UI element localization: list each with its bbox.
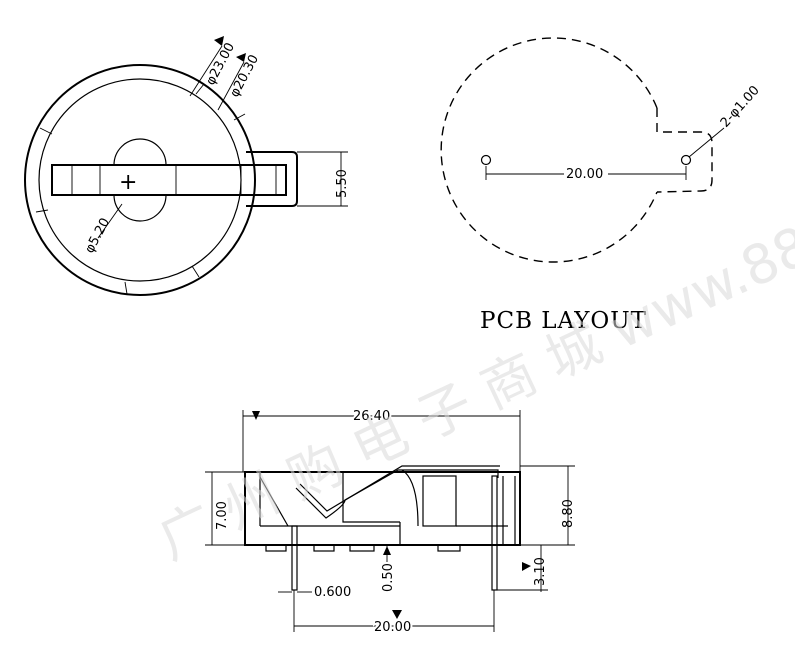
arrow-width [252, 411, 260, 420]
arrow-outer [214, 36, 224, 46]
pcb-holes-label: 2-φ1.00 [718, 83, 763, 131]
body-details [245, 471, 520, 545]
arrow-clearance [383, 546, 391, 555]
pcb-layout-title: PCB LAYOUT [480, 308, 647, 334]
contact-strip [51, 164, 287, 196]
leader-inner [217, 61, 245, 111]
pcb-hole-left [480, 154, 492, 166]
pin-pitch-label: 20.00 [374, 620, 411, 635]
center-circle-top [113, 138, 167, 166]
spring-bend [401, 469, 419, 527]
pin-left [291, 525, 298, 591]
height-total-label: 8.80 [561, 499, 576, 528]
top-view: + φ23.00 φ20.30 φ5.20 5.50 [24, 36, 350, 296]
dia-inner-label: φ20.30 [227, 52, 262, 99]
tab-outline [246, 151, 298, 207]
clearance-label: 0.50 [381, 563, 396, 592]
outer-circle [24, 64, 256, 296]
arrow-pitch [392, 610, 402, 619]
pcb-hole-right [680, 154, 692, 166]
center-circle-bottom [113, 194, 167, 222]
inner-circle [38, 78, 242, 282]
spring-contact [295, 469, 499, 519]
pin-length-label: 3.10 [533, 557, 548, 586]
watermark: 广 州 购 电 子 商 城 www.886.1688.com [149, 78, 795, 572]
pcb-outline-tab [656, 108, 713, 193]
center-mark: + [119, 170, 137, 195]
height-tab-label: 5.50 [335, 169, 350, 198]
pcb-pitch-label: 20.00 [566, 167, 603, 182]
pin-width-label: 0.600 [314, 585, 351, 600]
leader-center [97, 203, 123, 239]
base-bumps [265, 544, 461, 552]
leader-outer [189, 45, 223, 97]
arrow-inner [236, 53, 246, 62]
pin-right [491, 475, 498, 591]
pcb-hole-leader [688, 127, 725, 158]
ring-ticks [35, 83, 246, 295]
arrow-pin [522, 562, 531, 571]
spring-contact-edge [299, 465, 500, 512]
strip-dividers [71, 165, 277, 195]
side-view: 26.40 [205, 407, 576, 637]
width-total-label: 26.40 [353, 409, 390, 424]
dia-center-label: φ5.20 [82, 216, 113, 256]
height-body-label: 7.00 [215, 501, 230, 530]
pcb-outline-circle [440, 37, 658, 263]
